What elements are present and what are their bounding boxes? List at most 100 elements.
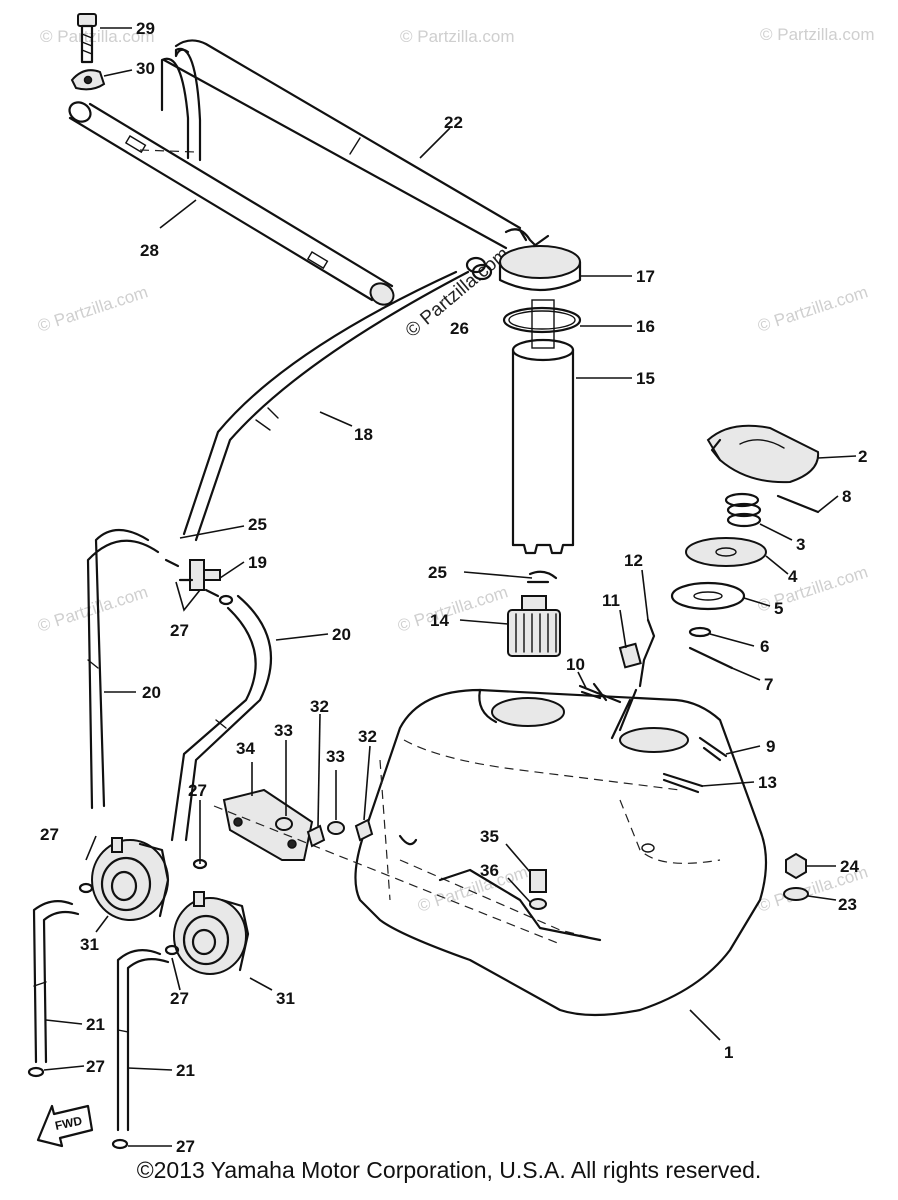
callout-32-right: 32 bbox=[358, 727, 377, 746]
watermark: © Partzilla.com bbox=[395, 582, 510, 635]
callout-11: 11 bbox=[602, 591, 620, 610]
watermark: © Partzilla.com bbox=[760, 25, 875, 44]
callout-23: 23 bbox=[838, 895, 857, 914]
gauge-11-12 bbox=[610, 618, 656, 740]
plate-4 bbox=[685, 537, 767, 567]
callout-14: 14 bbox=[430, 611, 449, 630]
tank-cap-2 bbox=[706, 424, 820, 484]
watermark: © Partzilla.com bbox=[40, 27, 155, 46]
watermark: © Partzilla.com bbox=[35, 282, 150, 335]
callout-18: 18 bbox=[354, 425, 373, 444]
fwd-arrow-icon: FWD bbox=[36, 1104, 94, 1148]
fuel-pump-31a bbox=[91, 837, 170, 921]
callout-13: 13 bbox=[758, 773, 777, 792]
callout-7: 7 bbox=[764, 675, 773, 694]
hose-22 bbox=[160, 39, 542, 252]
washer-33a bbox=[275, 817, 293, 831]
callout-36: 36 bbox=[480, 861, 499, 880]
callout-22: 22 bbox=[444, 113, 463, 132]
callout-27-left: 27 bbox=[40, 825, 59, 844]
callout-25-center: 25 bbox=[428, 563, 447, 582]
callout-27-mid: 27 bbox=[188, 781, 207, 800]
bolt-29 bbox=[77, 13, 97, 64]
clip-25 bbox=[526, 570, 558, 584]
strainer-14 bbox=[507, 595, 561, 657]
callout-20-right: 20 bbox=[332, 625, 351, 644]
hose-20-right bbox=[170, 594, 272, 842]
callout-34: 34 bbox=[236, 739, 255, 758]
fuel-pump-31b bbox=[173, 891, 250, 975]
callout-24: 24 bbox=[840, 857, 859, 876]
callout-10: 10 bbox=[566, 655, 585, 674]
watermark: © Partzilla.com bbox=[400, 27, 515, 46]
pin-13 bbox=[662, 772, 704, 794]
tee-19 bbox=[164, 558, 221, 598]
callout-27-upper: 27 bbox=[170, 621, 189, 640]
callout-19: 19 bbox=[248, 553, 267, 572]
callout-27-bottom: 27 bbox=[176, 1137, 195, 1156]
gasket-5 bbox=[670, 581, 746, 611]
callout-6: 6 bbox=[760, 637, 769, 656]
bolt-35 bbox=[529, 869, 547, 893]
rod-7 bbox=[688, 646, 734, 670]
callout-35: 35 bbox=[480, 827, 499, 846]
callout-25-left: 25 bbox=[248, 515, 267, 534]
screw-32a bbox=[306, 824, 326, 848]
watermark: © Partzilla.com bbox=[415, 862, 530, 915]
nut-24 bbox=[785, 852, 807, 880]
callout-21-left: 21 bbox=[86, 1015, 105, 1034]
callouts: 29 30 22 28 17 26 16 15 18 2 8 3 25 19 1… bbox=[40, 19, 867, 1156]
watermark: © Partzilla.com bbox=[755, 282, 870, 335]
callout-26: 26 bbox=[450, 319, 469, 338]
o-ring-16 bbox=[502, 306, 582, 334]
callout-31-right: 31 bbox=[276, 989, 295, 1008]
callout-31-left: 31 bbox=[80, 935, 99, 954]
filter-tube-15 bbox=[511, 299, 575, 555]
callout-1: 1 bbox=[724, 1043, 733, 1062]
spring-3 bbox=[724, 492, 762, 528]
callout-33-left: 33 bbox=[274, 721, 293, 740]
clamp-26 bbox=[465, 256, 493, 281]
hose-21-left bbox=[32, 899, 80, 1064]
gasket-5-hole bbox=[693, 591, 723, 601]
washer-6 bbox=[688, 626, 712, 638]
callout-27-lower: 27 bbox=[170, 989, 189, 1008]
callout-9: 9 bbox=[766, 737, 775, 756]
callout-5: 5 bbox=[774, 599, 783, 618]
pipe-28 bbox=[68, 101, 395, 306]
bracket-34 bbox=[213, 788, 561, 945]
callout-29: 29 bbox=[136, 19, 155, 38]
callout-16: 16 bbox=[636, 317, 655, 336]
hose-21-right bbox=[116, 949, 170, 1132]
washer-33b bbox=[327, 821, 345, 835]
callout-2: 2 bbox=[858, 447, 867, 466]
leader-lines bbox=[43, 27, 857, 1147]
screw-32b bbox=[354, 818, 374, 842]
callout-21-right: 21 bbox=[176, 1061, 195, 1080]
bolt-9 bbox=[698, 736, 728, 762]
watermark: © Partzilla.com bbox=[35, 582, 150, 635]
fwd-label: FWD bbox=[54, 1113, 84, 1132]
hose-18 bbox=[182, 270, 470, 542]
cap-17 bbox=[498, 228, 582, 292]
bracket-30 bbox=[70, 69, 106, 91]
callout-30: 30 bbox=[136, 59, 155, 78]
callout-32-left: 32 bbox=[310, 697, 329, 716]
fuel-tank-1 bbox=[354, 688, 768, 1017]
washer-23 bbox=[783, 887, 809, 901]
callout-33-right: 33 bbox=[326, 747, 345, 766]
callout-17: 17 bbox=[636, 267, 655, 286]
copyright-text: ©2013 Yamaha Motor Corporation, U.S.A. A… bbox=[136, 1157, 762, 1183]
callout-20-left: 20 bbox=[142, 683, 161, 702]
callout-15: 15 bbox=[636, 369, 655, 388]
callout-12: 12 bbox=[624, 551, 643, 570]
callout-4: 4 bbox=[788, 567, 798, 586]
callout-27-bottom-left: 27 bbox=[86, 1057, 105, 1076]
callout-3: 3 bbox=[796, 535, 805, 554]
plate-4-hole bbox=[715, 547, 737, 557]
callout-8: 8 bbox=[842, 487, 851, 506]
o-ring-16-inner bbox=[508, 310, 576, 330]
watermark: © Partzilla.com bbox=[755, 562, 870, 615]
callout-28: 28 bbox=[140, 241, 159, 260]
